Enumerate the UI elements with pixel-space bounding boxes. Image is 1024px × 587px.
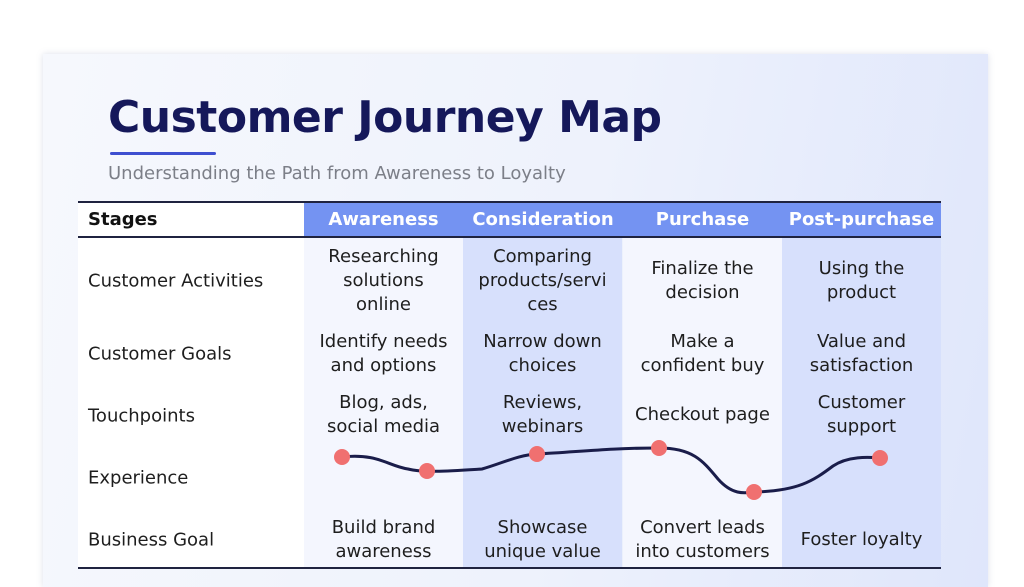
experience-point-3 xyxy=(529,446,545,462)
table-bottom-rule xyxy=(78,567,941,569)
table-header-rule xyxy=(78,236,941,238)
stage-header-awareness: Awareness xyxy=(304,201,463,237)
experience-point-5 xyxy=(746,484,762,500)
experience-point-2 xyxy=(419,463,435,479)
page-subtitle: Understanding the Path from Awareness to… xyxy=(108,163,566,184)
row-label-experience: Experience xyxy=(88,467,189,489)
stage-column-purchase xyxy=(623,201,782,569)
stage-header-post-purchase: Post-purchase xyxy=(782,201,941,237)
cell-business-post-purchase: Foster loyalty xyxy=(800,529,923,550)
row-label-customer-activities: Customer Activities xyxy=(88,270,264,292)
experience-point-1 xyxy=(334,449,350,465)
stage-header-consideration: Consideration xyxy=(463,201,623,237)
page-title: Customer Journey Map xyxy=(108,92,662,143)
title-underline xyxy=(110,152,216,155)
cell-touchpoints-awareness: Blog, ads,social media xyxy=(326,392,441,437)
stage-column-awareness xyxy=(304,201,463,569)
experience-point-4 xyxy=(651,440,667,456)
journey-table: Stages Awareness Consideration Purchase … xyxy=(78,201,941,569)
label-column xyxy=(78,201,304,569)
table-top-rule xyxy=(78,201,941,203)
experience-curve xyxy=(334,440,888,500)
row-label-customer-goals: Customer Goals xyxy=(88,343,232,365)
row-label-business-goal: Business Goal xyxy=(88,529,215,551)
cell-touchpoints-consideration: Reviews,webinars xyxy=(501,392,584,437)
experience-point-6 xyxy=(872,450,888,466)
stage-column-consideration xyxy=(463,201,622,569)
row-label-touchpoints: Touchpoints xyxy=(88,405,195,427)
stages-header: Stages xyxy=(78,201,304,237)
stage-header-purchase: Purchase xyxy=(623,201,782,237)
stage-column-post-purchase xyxy=(782,201,941,569)
cell-touchpoints-purchase: Checkout page xyxy=(635,404,770,425)
